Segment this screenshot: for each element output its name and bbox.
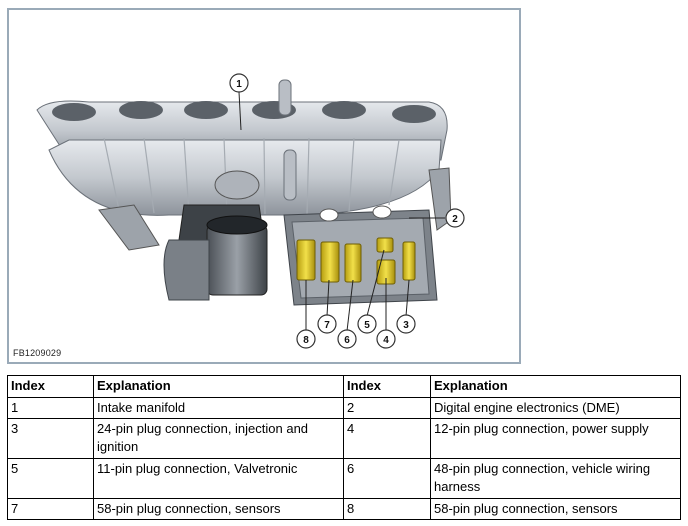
table-row: 7 58-pin plug connection, sensors 8 58-p… <box>7 498 681 520</box>
figure-code: FB1209029 <box>13 348 62 358</box>
vent-stub-lower <box>283 149 297 201</box>
index-cell: 5 <box>7 458 94 499</box>
callout-3: 3 <box>396 314 416 334</box>
index-cell: 6 <box>343 458 431 499</box>
svg-text:1: 1 <box>236 79 242 90</box>
explanation-cell: 24-pin plug connection, injection and ig… <box>93 418 344 459</box>
header-index: Index <box>343 375 431 398</box>
explanation-cell: 11-pin plug connection, Valvetronic <box>93 458 344 499</box>
leader-lines <box>238 91 445 332</box>
callout-8: 8 <box>296 329 316 349</box>
svg-text:2: 2 <box>452 214 458 225</box>
table-row: 3 24-pin plug connection, injection and … <box>7 418 681 459</box>
callout-4: 4 <box>376 329 396 349</box>
callout-5: 5 <box>357 314 377 334</box>
header-index: Index <box>7 375 94 398</box>
index-cell: 2 <box>343 397 431 419</box>
vent-stub <box>278 79 292 116</box>
explanation-cell: 58-pin plug connection, sensors <box>93 498 344 520</box>
table-row: 5 11-pin plug connection, Valvetronic 6 … <box>7 458 681 499</box>
callout-6: 6 <box>337 329 357 349</box>
legend-table: Index Explanation Index Explanation 1 In… <box>7 375 681 520</box>
explanation-cell: Intake manifold <box>93 397 344 419</box>
svg-text:8: 8 <box>303 335 309 346</box>
index-cell: 3 <box>7 418 94 459</box>
explanation-cell: 58-pin plug connection, sensors <box>430 498 681 520</box>
left-bracket <box>98 204 160 251</box>
svg-text:7: 7 <box>324 320 330 331</box>
svg-text:3: 3 <box>403 320 409 331</box>
table-row: 1 Intake manifold 2 Digital engine elect… <box>7 397 681 419</box>
throttle-body <box>163 170 268 301</box>
explanation-cell: 48-pin plug connection, vehicle wiring h… <box>430 458 681 499</box>
header-explanation: Explanation <box>430 375 681 398</box>
index-cell: 1 <box>7 397 94 419</box>
explanation-cell: Digital engine electronics (DME) <box>430 397 681 419</box>
svg-text:5: 5 <box>364 320 370 331</box>
intake-manifold-illustration: 1 2 3 4 5 6 7 8 <box>36 73 465 349</box>
connectors <box>296 237 416 285</box>
figure-frame: 1 2 3 4 5 6 7 8 FB1209029 <box>7 8 521 364</box>
callout-7: 7 <box>317 314 337 334</box>
plenum-ribs <box>103 137 400 215</box>
callout-1: 1 <box>229 73 249 93</box>
header-explanation: Explanation <box>93 375 344 398</box>
index-cell: 4 <box>343 418 431 459</box>
callout-2: 2 <box>445 208 465 228</box>
svg-text:4: 4 <box>383 335 389 346</box>
index-cell: 8 <box>343 498 431 520</box>
legend-header-row: Index Explanation Index Explanation <box>7 375 681 398</box>
svg-text:6: 6 <box>344 335 350 346</box>
explanation-cell: 12-pin plug connection, power supply <box>430 418 681 459</box>
index-cell: 7 <box>7 498 94 520</box>
